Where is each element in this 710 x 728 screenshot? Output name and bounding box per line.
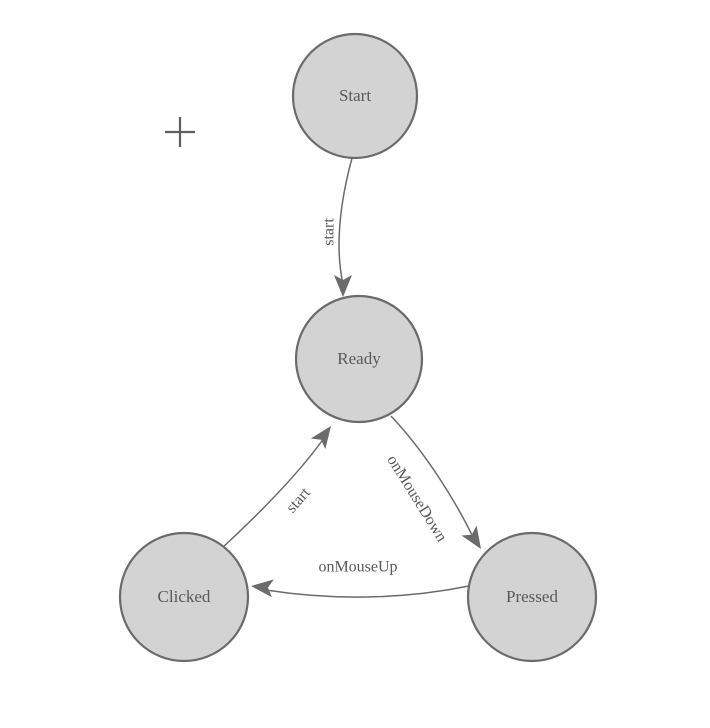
arrowhead-pressed-to-clicked — [251, 579, 274, 598]
state-node-ready[interactable]: Ready — [294, 294, 424, 424]
state-circle-clicked[interactable] — [118, 531, 250, 663]
edge-label-pressed-to-clicked: onMouseUp — [318, 559, 397, 576]
edge-start-to-ready[interactable]: start — [321, 157, 353, 297]
state-node-start[interactable]: Start — [291, 32, 419, 160]
state-node-clicked[interactable]: Clicked — [118, 531, 250, 663]
state-label-pressed: Pressed — [506, 587, 558, 606]
plus-marker-icon — [165, 117, 195, 147]
edge-line-ready-to-pressed[interactable] — [390, 415, 474, 538]
state-circle-ready[interactable] — [294, 294, 424, 424]
state-label-start: Start — [339, 86, 371, 105]
arrowhead-ready-to-pressed — [461, 525, 481, 549]
state-node-pressed[interactable]: Pressed — [466, 531, 598, 663]
edge-pressed-to-clicked[interactable]: onMouseUp — [250, 559, 470, 598]
edge-line-clicked-to-ready[interactable] — [220, 437, 325, 550]
edge-ready-to-pressed[interactable]: onMouseDown — [383, 415, 488, 554]
edge-clicked-to-ready[interactable]: start — [220, 421, 338, 550]
edge-label-ready-to-pressed: onMouseDown — [383, 452, 450, 545]
markers-layer — [165, 117, 195, 147]
state-circle-pressed[interactable] — [466, 531, 598, 663]
arrowhead-start-to-ready — [334, 275, 352, 297]
state-label-clicked: Clicked — [158, 587, 211, 606]
state-circle-start[interactable] — [291, 32, 419, 160]
edge-line-pressed-to-clicked[interactable] — [265, 585, 470, 598]
arrowhead-clicked-to-ready — [310, 426, 331, 450]
edge-label-start-to-ready: start — [321, 218, 338, 246]
edge-label-clicked-to-ready: start — [283, 484, 314, 516]
state-label-ready: Ready — [337, 349, 381, 368]
edge-line-start-to-ready[interactable] — [338, 157, 353, 285]
